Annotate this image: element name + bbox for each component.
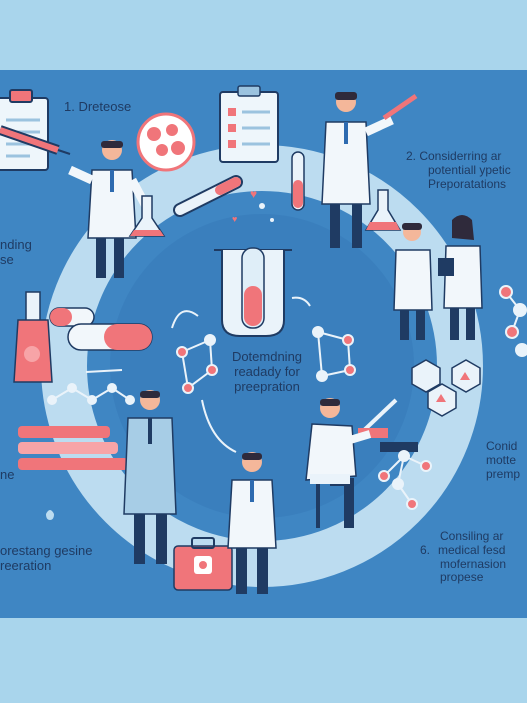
doctor-figure	[123, 390, 177, 564]
step-right-line1: Conid	[486, 439, 518, 453]
molecule-icon	[47, 383, 135, 405]
step-right-line2: motte	[486, 452, 517, 467]
step-left-label: nding se	[0, 237, 32, 268]
svg-text:♥: ♥	[232, 214, 237, 224]
doctor-figure	[393, 223, 433, 340]
doctor-figure	[321, 92, 418, 248]
step-left-line2: se	[0, 251, 14, 267]
cells-bubble-icon	[136, 112, 196, 172]
step-bottom-left-label: orestang gesine reeration	[0, 543, 93, 574]
heart-icons: ♥ ♥	[232, 187, 274, 224]
molecule-icon	[312, 326, 356, 382]
molecule-icon	[499, 285, 527, 357]
flask-icon	[364, 189, 402, 231]
center-line1: Dotemdning	[231, 349, 303, 364]
document-stack-icon	[18, 426, 128, 470]
step-right-label: Conid motte premp	[486, 439, 521, 481]
center-line2: readady for	[234, 363, 300, 379]
vertical-tube-icon	[291, 151, 305, 211]
checklist-icon	[219, 85, 279, 163]
step-bottom-left-line1: orestang gesine	[0, 543, 93, 558]
illustration: ♥ ♥	[0, 85, 527, 594]
step-6-line1: Consiling ar	[440, 529, 504, 543]
step-6-line2-text: medical fesd	[438, 542, 506, 557]
step-6-line3: mofernasion	[440, 556, 507, 571]
molecule-icon	[176, 334, 218, 394]
pill-icon	[49, 307, 153, 351]
molecule-icon	[378, 450, 432, 510]
step-2-label: 2. Considerring ar potentiall ypetic Pre…	[406, 149, 511, 191]
step-2-line1: 2. Considerring ar	[406, 149, 502, 163]
step-right-line3: premp	[486, 466, 521, 481]
main-panel: ♥ ♥	[0, 70, 527, 618]
arrow-icon	[85, 296, 311, 453]
flask-icon	[128, 195, 166, 237]
step-left-mid-label: ne	[0, 467, 15, 482]
beaker-icon	[214, 247, 292, 337]
medical-kit-icon	[173, 537, 233, 591]
step-6-line2: 6. medical fesd	[420, 542, 506, 558]
drop-icon	[46, 490, 104, 520]
doctor-figure	[227, 452, 277, 594]
step-bottom-left-line2: reeration	[0, 557, 52, 573]
doctor-figure	[438, 215, 483, 340]
step-6-label: Consiling ar 6.medical fesd mofernasion …	[420, 529, 507, 585]
flask-icon	[13, 291, 53, 383]
step-2-line2: potentiall ypetic	[428, 162, 511, 177]
test-tube-icon	[173, 175, 243, 217]
doctor-figure	[305, 398, 372, 528]
svg-text:♥: ♥	[250, 187, 257, 201]
top-band	[0, 0, 527, 70]
step-left-line1: nding	[0, 237, 32, 252]
step-6-line4: propese	[440, 570, 484, 585]
hexagon-icon	[411, 359, 481, 417]
syringe-icon	[0, 125, 71, 155]
bottom-band	[0, 618, 527, 703]
step-6-number: 6.	[420, 542, 431, 557]
center-label: Dotemdning readady for preepration	[212, 349, 322, 395]
step-1-label: 1. Dreteose	[64, 99, 132, 114]
microscope-icon	[358, 398, 418, 452]
step-2-line3: Preporatations	[428, 176, 507, 191]
center-line3: preepration	[234, 378, 300, 394]
